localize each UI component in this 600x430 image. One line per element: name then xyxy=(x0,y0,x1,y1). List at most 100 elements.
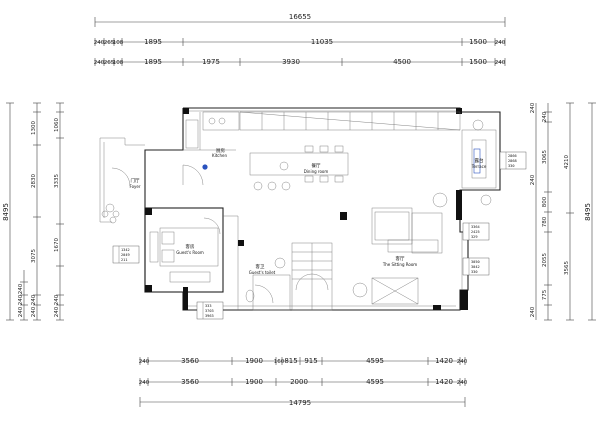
foyer-plant xyxy=(101,203,120,224)
svg-text:333: 333 xyxy=(205,304,212,308)
dim-bot1-2: 1900 xyxy=(245,357,263,365)
elevation-tag-guest-room: 1342 2049 211 xyxy=(112,245,140,264)
svg-text:3364: 3364 xyxy=(471,225,480,229)
dim-bot2-1: 3560 xyxy=(181,378,199,386)
dim-bot1-3: 160 xyxy=(274,359,285,365)
dim-rightsm-1: 240 xyxy=(530,306,536,317)
top-dimension-overall: 16655 xyxy=(94,13,506,27)
svg-text:门厅: 门厅 xyxy=(131,177,140,184)
appliance-icons xyxy=(202,148,481,174)
right-dimension-overall: 8495 xyxy=(584,102,596,321)
dim-top2-0: 240 xyxy=(94,60,105,66)
dim-top2-5: 3930 xyxy=(282,58,300,66)
svg-text:客房: 客房 xyxy=(186,243,195,250)
svg-text:2425: 2425 xyxy=(471,230,480,234)
kitchen-cabinets xyxy=(185,111,461,149)
room-label-terrace: 露台 Terrace xyxy=(471,157,487,169)
svg-text:Guest's toilet: Guest's toilet xyxy=(249,270,276,275)
elevation-tag-toilet: 333 3703 3963 xyxy=(196,301,224,320)
svg-text:Dining room: Dining room xyxy=(304,169,329,174)
bottom-dimension-row2: 240 3560 1900 2000 4595 1420 240 xyxy=(139,378,468,386)
dim-left1-2: 3075 xyxy=(31,249,37,263)
room-label-kitchen: 厨房 Kitchen xyxy=(212,147,227,158)
dim-bot2-5: 1420 xyxy=(435,378,453,386)
left-dimension-col1: 1300 2830 3075 240 240 xyxy=(31,102,41,321)
dim-bot1-8: 240 xyxy=(457,359,468,365)
room-label-guest-toilet: 客卫 Guest's toilet xyxy=(249,263,276,275)
svg-text:329: 329 xyxy=(471,235,478,239)
top-dimension-row1: 240 265 108 1895 11035 1500 240 xyxy=(94,38,506,46)
dim-right1-1: 4210 xyxy=(564,155,570,169)
structural-columns xyxy=(145,108,468,310)
dim-bot1-6: 4595 xyxy=(366,357,384,365)
dim-right2-2: 780 xyxy=(542,216,548,227)
dim-left1-0: 1300 xyxy=(31,121,37,135)
dim-top2-4: 1975 xyxy=(202,58,220,66)
right-dimension-small: 240 240 240 xyxy=(530,102,537,320)
right-dimension-col1: 4210 3565 xyxy=(564,102,574,321)
dim-bot1-1: 3560 xyxy=(181,357,199,365)
dim-left2-1: 3335 xyxy=(54,174,60,188)
dim-top2-6: 4500 xyxy=(393,58,411,66)
svg-text:Terrace: Terrace xyxy=(471,164,487,169)
svg-text:The Sitting Room: The Sitting Room xyxy=(382,262,417,267)
dim-top1-3: 1895 xyxy=(144,38,162,46)
dim-bot1-4: 815 xyxy=(284,357,297,365)
svg-text:1342: 1342 xyxy=(121,248,130,252)
dim-overall-right: 8495 xyxy=(584,203,592,221)
dim-overall-bottom: 14795 xyxy=(289,399,311,407)
left-dimension-small: 240 240 240 xyxy=(18,270,28,321)
elevation-tag-terrace: 2866 2868 330 xyxy=(499,151,527,170)
right-dimension-col2: 240 3065 800 780 2055 775 xyxy=(542,103,552,321)
svg-text:厨房: 厨房 xyxy=(216,147,225,154)
sofa-set xyxy=(352,192,448,305)
dim-bot1-0: 240 xyxy=(139,359,150,365)
dim-right1-2: 3565 xyxy=(564,261,570,275)
svg-text:3050: 3050 xyxy=(471,260,480,264)
svg-text:客卫: 客卫 xyxy=(256,263,265,270)
dim-left1-3: 240 xyxy=(31,294,37,305)
dim-bot2-4: 4595 xyxy=(366,378,384,386)
guest-bed xyxy=(149,227,219,283)
stair xyxy=(292,243,332,310)
svg-text:客厅: 客厅 xyxy=(396,255,405,262)
svg-text:3042: 3042 xyxy=(471,265,480,269)
svg-text:2868: 2868 xyxy=(508,159,517,163)
dim-rightsm-2: 240 xyxy=(530,174,536,185)
toilet-fixtures xyxy=(245,257,286,304)
dim-bot2-2: 1900 xyxy=(245,378,263,386)
dim-top1-1: 265 xyxy=(104,40,115,46)
elevation-tag-mid-right: 3364 2425 329 xyxy=(462,222,490,241)
dim-leftsm-1: 240 xyxy=(18,294,24,305)
left-dimension-col2: 1060 3335 1670 240 240 xyxy=(54,102,64,321)
svg-text:3963: 3963 xyxy=(205,314,214,318)
dim-top1-2: 108 xyxy=(113,40,124,46)
dim-top1-4: 11035 xyxy=(311,38,333,46)
dim-top1-5: 1500 xyxy=(469,38,487,46)
dim-left1-4: 240 xyxy=(31,306,37,317)
svg-text:Kitchen: Kitchen xyxy=(212,153,227,158)
door-swings xyxy=(111,164,221,235)
room-label-foyer: 门厅 Foyer xyxy=(129,177,140,189)
dim-right2-3: 2055 xyxy=(542,253,548,267)
svg-text:330: 330 xyxy=(508,164,515,168)
dining-table xyxy=(249,145,349,191)
dim-top1-6: 240 xyxy=(495,40,506,46)
room-label-sitting-room: 客厅 The Sitting Room xyxy=(382,255,417,267)
top-dimension-row2: 240 265 108 1895 1975 3930 4500 1500 240 xyxy=(94,58,506,66)
dim-right2-1: 800 xyxy=(542,196,548,207)
dim-left1-1: 2830 xyxy=(31,174,37,188)
room-label-dining: 餐厅 Dining room xyxy=(304,162,329,174)
dim-right2-4: 775 xyxy=(542,289,548,300)
svg-text:211: 211 xyxy=(121,258,128,262)
dim-overall-left: 8495 xyxy=(2,203,10,221)
svg-text:Guest's Room: Guest's Room xyxy=(176,250,204,255)
svg-text:2866: 2866 xyxy=(508,154,517,158)
dim-bot2-6: 240 xyxy=(457,380,468,386)
dim-left2-4: 240 xyxy=(54,306,60,317)
dim-top2-8: 240 xyxy=(495,60,506,66)
dim-bot2-3: 2000 xyxy=(290,378,308,386)
dim-top2-7: 1500 xyxy=(469,58,487,66)
dim-bot2-0: 240 xyxy=(139,380,150,386)
